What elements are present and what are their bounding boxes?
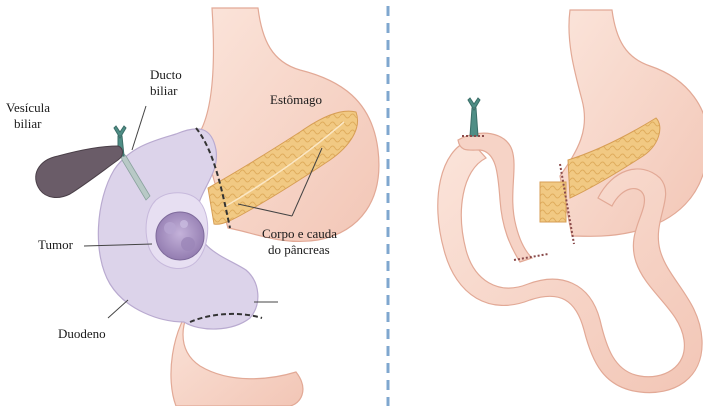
label-duodenum: Duodeno <box>58 326 106 341</box>
panel-after <box>438 10 703 393</box>
tumor-mass <box>156 212 204 260</box>
bile-duct-anastomosis <box>468 98 480 136</box>
label-stomach: Estômago <box>270 92 322 107</box>
label-gallbladder-1: Vesícula <box>6 100 50 115</box>
label-tumor: Tumor <box>38 237 74 252</box>
pancreas-stump <box>540 182 566 222</box>
label-bile-duct-2: biliar <box>150 83 178 98</box>
panel-before: Vesícula biliar Ducto biliar Estômago Tu… <box>6 8 379 406</box>
label-gallbladder-2: biliar <box>14 116 42 131</box>
label-bile-duct-1: Ducto <box>150 67 182 82</box>
label-pancreas-2: do pâncreas <box>268 242 330 257</box>
remnant-stomach <box>560 10 703 236</box>
leader-bile-duct <box>132 106 146 150</box>
leader-duodenum <box>108 300 128 318</box>
label-pancreas-1: Corpo e cauda <box>262 226 337 241</box>
